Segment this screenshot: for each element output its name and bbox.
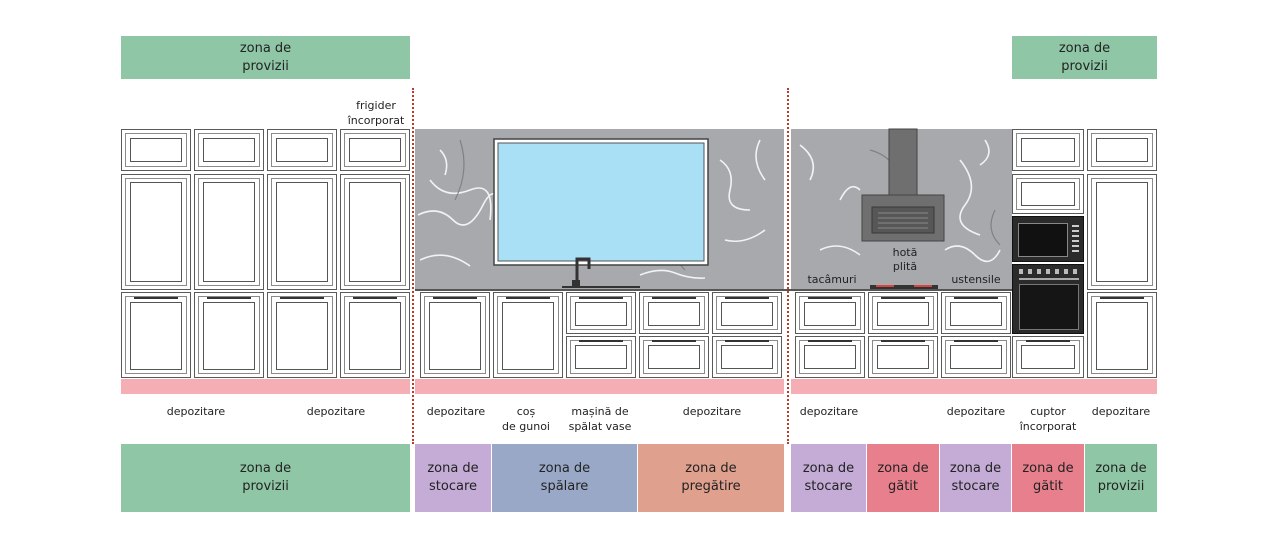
- pantry-top-door-1[interactable]: [130, 138, 182, 162]
- cutlery-drawer-front-b[interactable]: [804, 345, 856, 369]
- handle: [725, 340, 769, 342]
- cooking-drawer-front-b[interactable]: [877, 345, 929, 369]
- utensil-drawer-front-a[interactable]: [950, 302, 1002, 326]
- cutlery-drawer-front-a[interactable]: [804, 302, 856, 326]
- callout-tacamuri: tacâmuri: [807, 273, 857, 286]
- pantry-mid-door-3[interactable]: [276, 182, 328, 282]
- handle: [1026, 340, 1070, 342]
- callout-plita: plită: [892, 260, 918, 273]
- oven-tower-low-door[interactable]: [1021, 345, 1075, 369]
- fridge-lower-door[interactable]: [349, 302, 401, 370]
- prep-drawer-front-1b[interactable]: [648, 345, 700, 369]
- zone-stocare-1: zona de stocare: [415, 444, 491, 512]
- right-pantry-low-door[interactable]: [1096, 302, 1148, 370]
- handle: [506, 297, 550, 299]
- zone-gatit-1: zona de gătit: [867, 444, 939, 512]
- microwave-panel-icon: [1072, 225, 1079, 253]
- dishwasher-door-bottom[interactable]: [575, 345, 627, 369]
- handle: [207, 297, 251, 299]
- label-cos-de-gunoi: coș de gunoi: [502, 405, 550, 433]
- microwave-window: [1018, 223, 1068, 257]
- handle: [881, 297, 925, 299]
- label-depozitare-1: depozitare: [166, 405, 226, 418]
- cooktop: [870, 285, 938, 289]
- label-cuptor-incorporat: cuptor încorporat: [1019, 405, 1077, 433]
- pantry-top-door-2[interactable]: [203, 138, 255, 162]
- prep-drawer-front-2b[interactable]: [721, 345, 773, 369]
- handle: [1100, 297, 1144, 299]
- pantry-mid-door-2[interactable]: [203, 182, 255, 282]
- top-zone-provizii-left: zona de provizii: [121, 36, 410, 79]
- oven-knobs-icon: [1019, 269, 1079, 274]
- pantry-low-door-2[interactable]: [203, 302, 255, 370]
- zone-provizii-right: zona de provizii: [1085, 444, 1157, 512]
- base-storage-door-1[interactable]: [429, 302, 481, 370]
- handle: [280, 297, 324, 299]
- label-depozitare-5: depozitare: [799, 405, 859, 418]
- microwave: [1012, 216, 1084, 262]
- callout-ustensile: ustensile: [951, 273, 1001, 286]
- handle: [954, 340, 998, 342]
- zone-stocare-2: zona de stocare: [791, 444, 866, 512]
- divider-left: [412, 88, 414, 444]
- right-pantry-top-door[interactable]: [1096, 138, 1148, 162]
- plinth-left: [121, 379, 410, 394]
- label-depozitare-6: depozitare: [946, 405, 1006, 418]
- handle: [433, 297, 477, 299]
- hood-chimney: [888, 128, 918, 196]
- dishwasher-door-top[interactable]: [575, 302, 627, 326]
- pantry-top-door-3[interactable]: [276, 138, 328, 162]
- handle: [808, 340, 852, 342]
- zone-gatit-2: zona de gătit: [1012, 444, 1084, 512]
- oven-tower-top-door[interactable]: [1021, 138, 1075, 162]
- plinth-center: [415, 379, 784, 394]
- label-depozitare-7: depozitare: [1091, 405, 1151, 418]
- handle: [579, 297, 623, 299]
- handle: [652, 340, 696, 342]
- label-depozitare-4: depozitare: [682, 405, 742, 418]
- pantry-top-door-4[interactable]: [349, 138, 401, 162]
- built-in-oven: [1012, 264, 1084, 334]
- handle: [652, 297, 696, 299]
- faucet-icon: [575, 257, 591, 285]
- label-depozitare-2: depozitare: [306, 405, 366, 418]
- label-depozitare-3: depozitare: [426, 405, 486, 418]
- handle: [353, 297, 397, 299]
- handle: [579, 340, 623, 342]
- cooking-drawer-front-a[interactable]: [877, 302, 929, 326]
- callout-frigider: frigider încorporat: [347, 99, 405, 127]
- right-pantry-mid-door[interactable]: [1096, 182, 1148, 282]
- top-zone-provizii-right: zona de provizii: [1012, 36, 1157, 79]
- zone-pregatire: zona de pregătire: [638, 444, 784, 512]
- trash-cabinet-door[interactable]: [502, 302, 554, 370]
- zone-spalare: zona de spălare: [492, 444, 637, 512]
- pantry-mid-door-1[interactable]: [130, 182, 182, 282]
- plinth-right: [791, 379, 1157, 394]
- prep-drawer-front-2a[interactable]: [721, 302, 773, 326]
- oven-window: [1019, 284, 1079, 330]
- zone-provizii-left: zona de provizii: [121, 444, 410, 512]
- prep-drawer-front-1a[interactable]: [648, 302, 700, 326]
- handle: [881, 340, 925, 342]
- zone-stocare-3: zona de stocare: [940, 444, 1011, 512]
- fridge-upper-door[interactable]: [349, 182, 401, 282]
- label-masina-de-spalat-vase: mașină de spălat vase: [568, 405, 632, 433]
- divider-right: [787, 88, 789, 444]
- callout-hota: hotă: [892, 246, 918, 259]
- oven-tower-upper-door[interactable]: [1021, 182, 1075, 206]
- pantry-low-door-3[interactable]: [276, 302, 328, 370]
- handle: [808, 297, 852, 299]
- pantry-low-door-1[interactable]: [130, 302, 182, 370]
- handle: [134, 297, 178, 299]
- utensil-drawer-front-b[interactable]: [950, 345, 1002, 369]
- window-glass: [497, 142, 705, 262]
- handle: [725, 297, 769, 299]
- handle: [954, 297, 998, 299]
- oven-handle: [1019, 278, 1079, 280]
